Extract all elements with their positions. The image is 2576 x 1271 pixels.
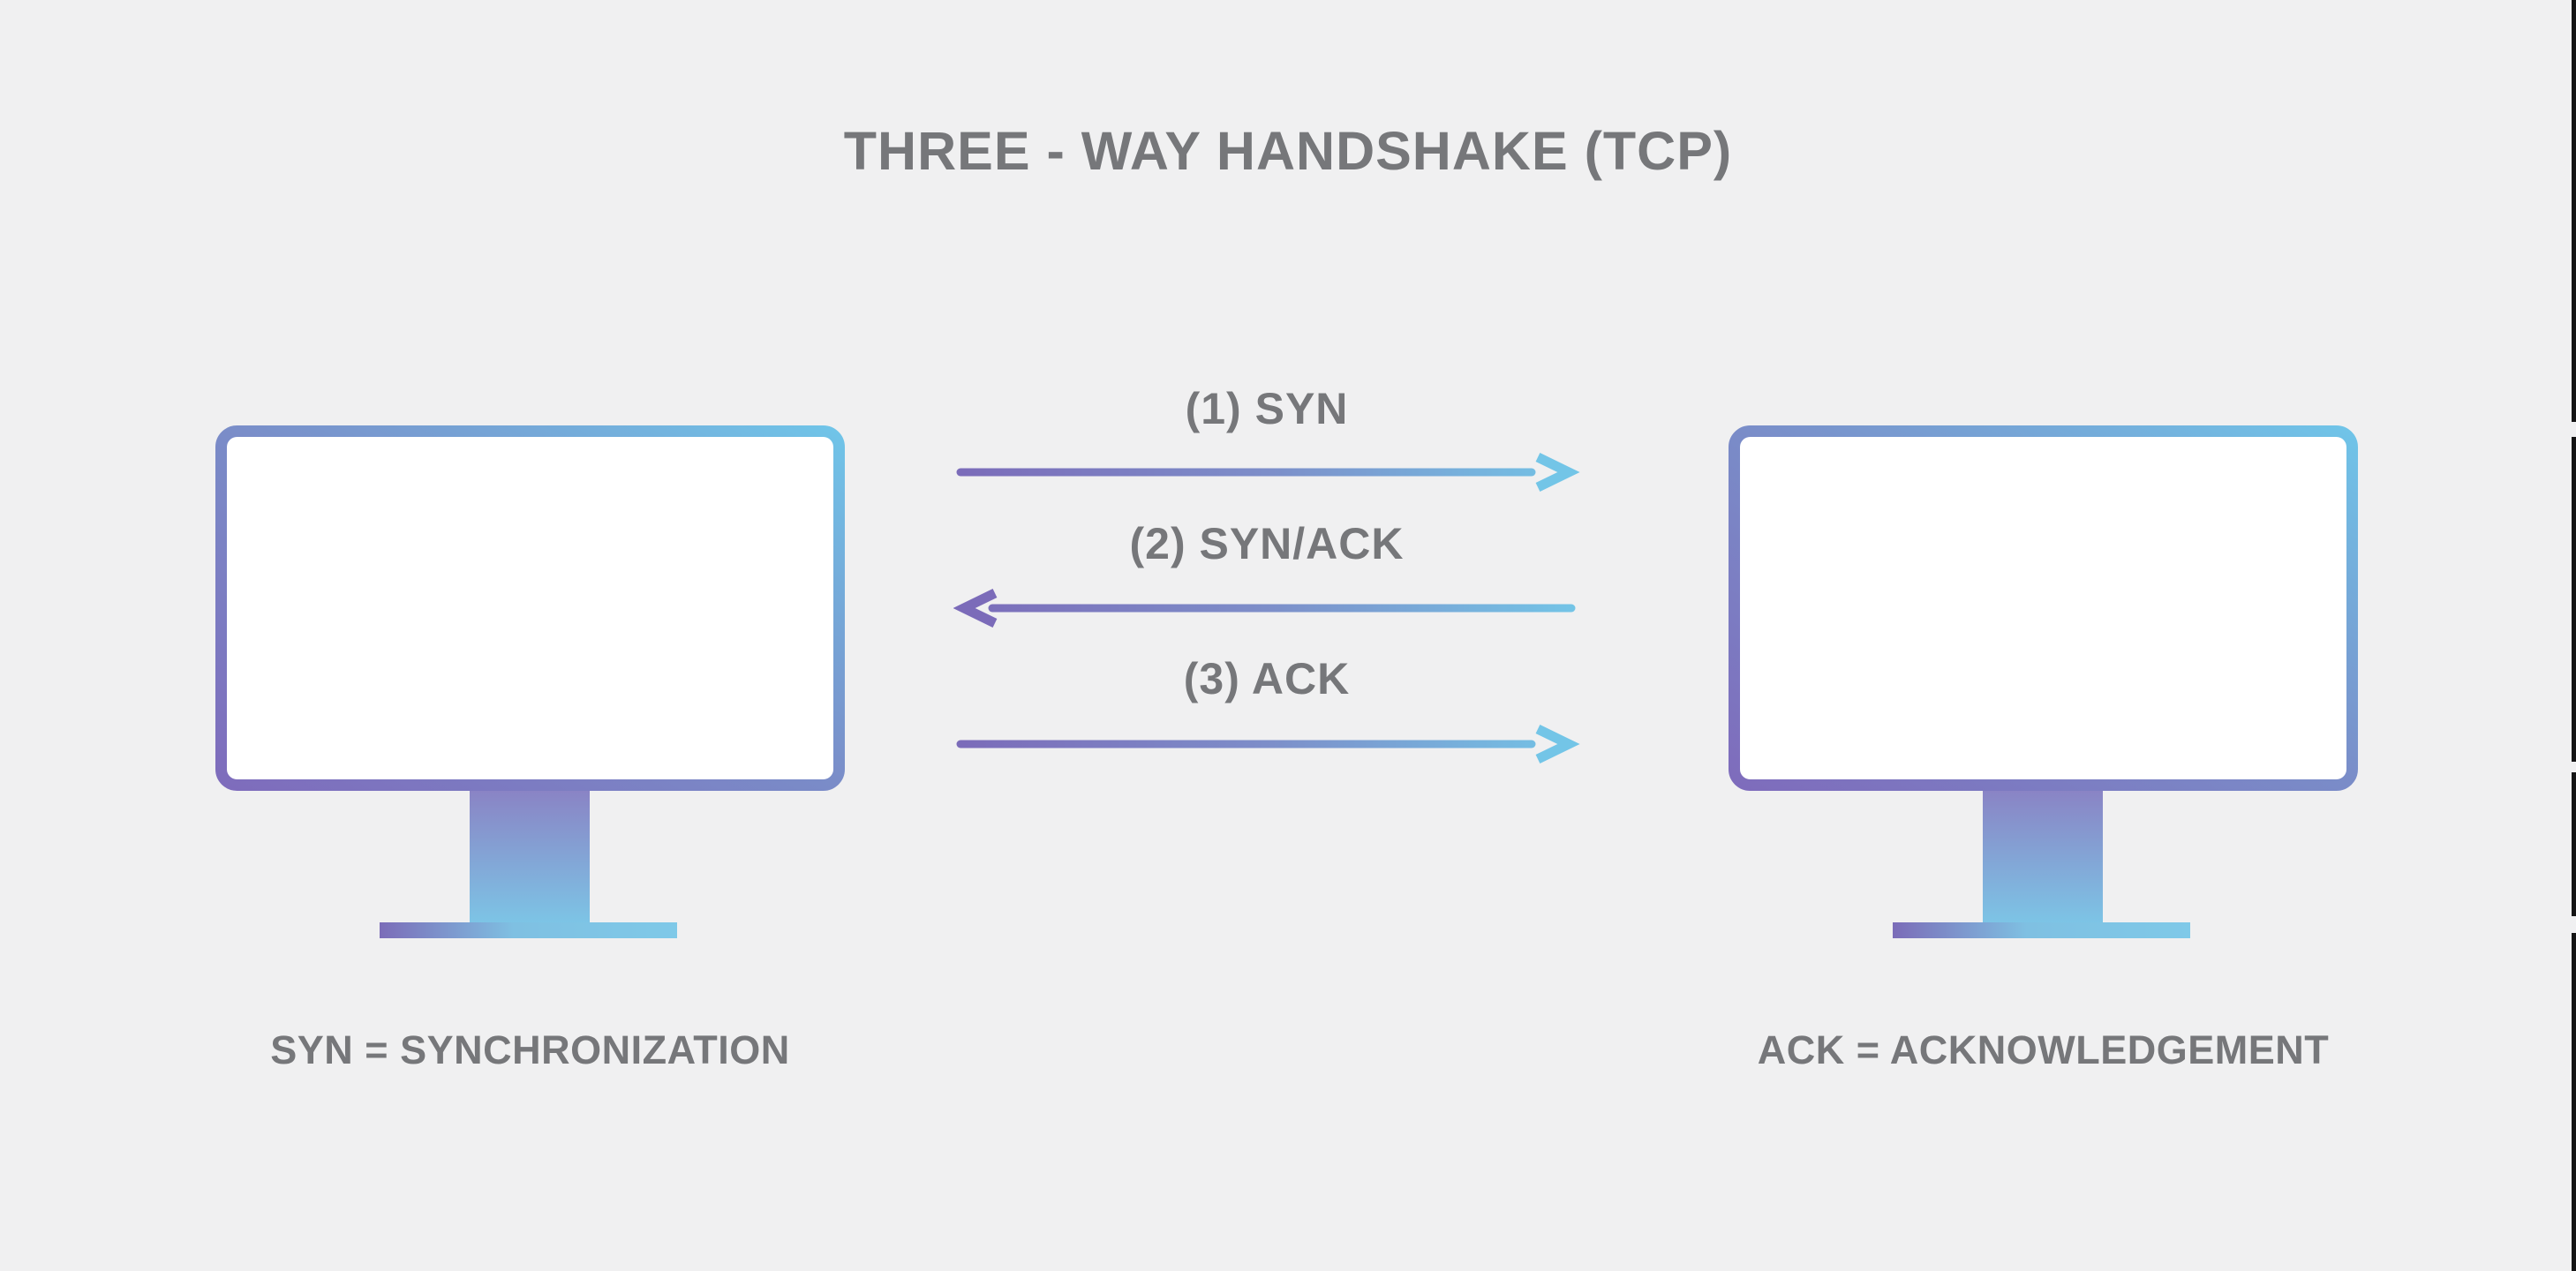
monitor-stand — [1983, 787, 2103, 929]
handshake-arrows — [953, 453, 1580, 763]
monitor-base — [380, 922, 677, 938]
monitor-stand — [470, 787, 590, 929]
syn-ack-arrow-icon — [953, 589, 1576, 628]
syn-message-label: (1) SYN — [1185, 384, 1349, 433]
syn-arrow-icon — [956, 453, 1580, 492]
monitor-base — [1893, 922, 2190, 938]
monitor-screen — [215, 425, 845, 791]
ack-message-label: (3) ACK — [1183, 654, 1351, 703]
ack-arrow-icon — [956, 725, 1580, 763]
monitor-screen — [1729, 425, 2358, 791]
client-monitor-icon — [215, 425, 845, 938]
right-edge-artifact — [2572, 0, 2576, 1271]
page-title: THREE - WAY HANDSHAKE (TCP) — [843, 121, 1733, 181]
syn-ack-message-label: (2) SYN/ACK — [1129, 519, 1405, 568]
server-monitor-icon — [1729, 425, 2358, 938]
ack-legend: ACK = ACKNOWLEDGEMENT — [1757, 1027, 2330, 1072]
syn-legend: SYN = SYNCHRONIZATION — [270, 1027, 790, 1072]
